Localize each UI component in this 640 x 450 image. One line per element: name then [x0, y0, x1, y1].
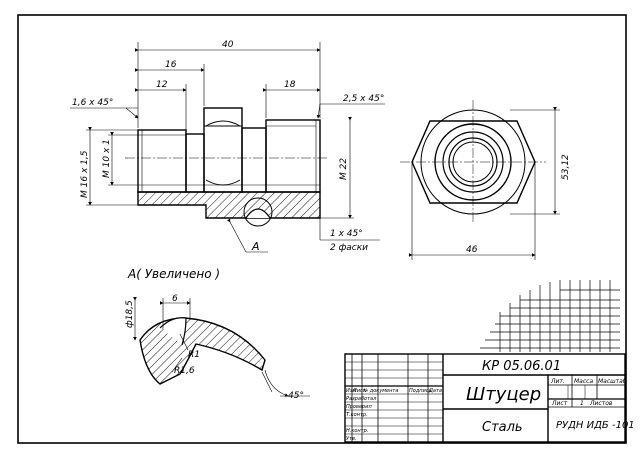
hdr-doc: № документа [362, 388, 398, 394]
role-checker: Проверил [346, 404, 372, 410]
detail-view [139, 317, 266, 385]
role-tcontrol: Т.контр. [346, 412, 368, 418]
sheet-frame [17, 14, 627, 444]
dim-r1-6: R1,6 [174, 366, 195, 376]
role-approved: Утв. [346, 436, 357, 442]
hdr-izm: Изм [346, 388, 356, 394]
dim-6: 6 [172, 294, 178, 304]
dim-r1: R1 [188, 350, 200, 360]
dim-d18-5: ф18,5 [125, 300, 135, 328]
dim-18: 18 [284, 80, 296, 90]
dim-m16: М 16 х 1,5 [80, 150, 90, 198]
drawing-code: КР 05.06.01 [482, 359, 561, 374]
part-material: Сталь [482, 420, 523, 435]
role-developer: Разработал [346, 396, 377, 402]
end-view-dimensions [409, 107, 560, 260]
grid-background [480, 280, 620, 352]
main-dimensions [70, 42, 385, 253]
sheets-value: 1 [580, 400, 584, 407]
title-block [344, 353, 626, 443]
organization: РУДН ИДБ -101 [556, 420, 635, 431]
dim-chamfer-bottom: 1 х 45° [330, 229, 363, 239]
dim-40: 40 [222, 40, 234, 50]
hdr-list: Лист [352, 388, 367, 394]
dim-chamfer-left: 1,6 x 45° [72, 98, 113, 108]
dim-45deg: 45° [288, 391, 304, 401]
sheet-label: Лист [551, 400, 568, 407]
dim-16: 16 [165, 60, 177, 70]
col-scale: Масштаб [598, 378, 627, 385]
sheets-label: Листов [589, 400, 613, 407]
col-mass: Масса [574, 378, 593, 385]
dim-chamfer-right: 2,5 x 45° [343, 94, 384, 104]
detail-title: А( Увеличено ) [127, 267, 220, 281]
dim-chamfer-count: 2 фаски [330, 243, 368, 253]
dim-m22: М 22 [339, 158, 349, 180]
detail-dimensions [133, 297, 310, 397]
fitting-side-view [125, 107, 328, 227]
dim-12: 12 [156, 80, 168, 90]
role-ncontrol: Н.контр. [346, 428, 368, 434]
view-mark-a: A [251, 240, 260, 253]
dim-m10: М 10 х 1 [102, 139, 112, 178]
dim-46: 46 [466, 245, 478, 255]
hdr-sign: Подпись [409, 388, 432, 394]
dim-53-12: 53,12 [561, 154, 571, 180]
col-lit: Лит. [550, 378, 565, 385]
part-name: Штуцер [466, 384, 541, 405]
hdr-date: Дата [428, 388, 442, 394]
fitting-end-view [400, 100, 546, 224]
